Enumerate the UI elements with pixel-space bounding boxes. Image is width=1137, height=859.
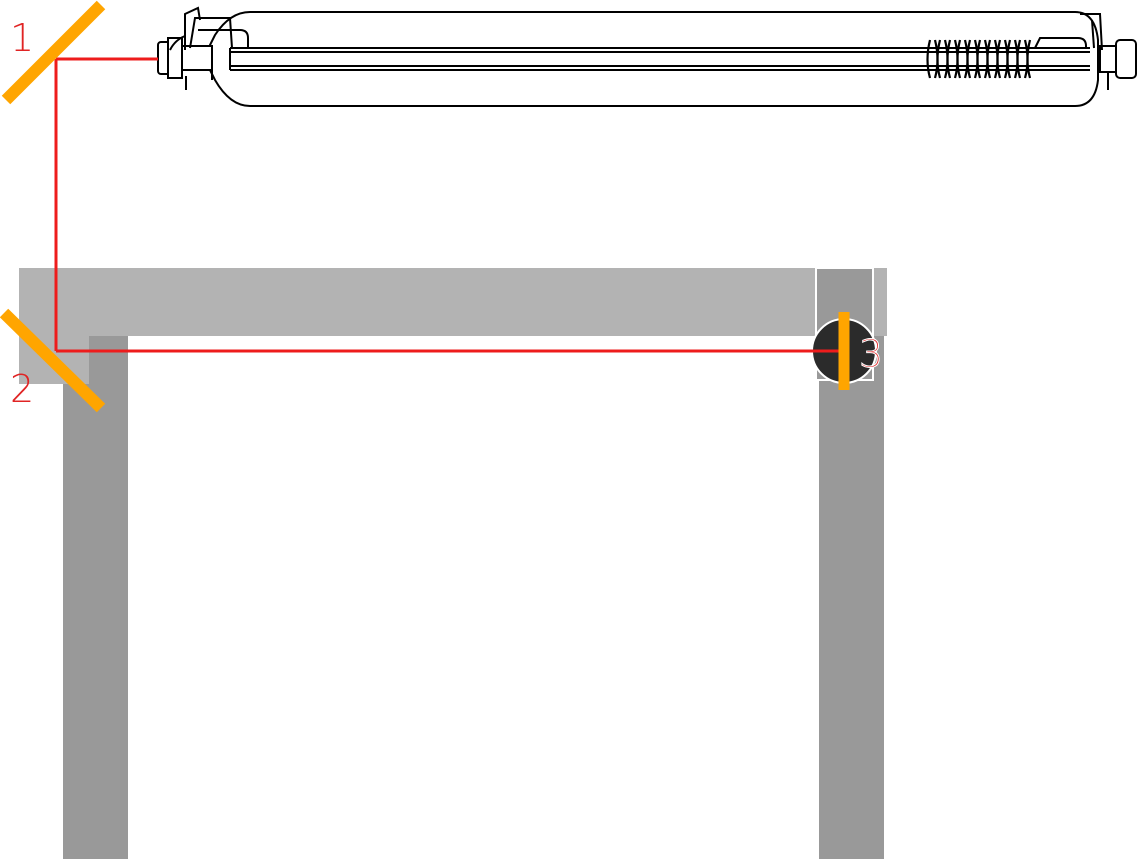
mirror-label-1: 1 (10, 16, 34, 60)
mirror-label-2: 2 (10, 367, 34, 411)
left-rail (63, 336, 128, 859)
right-rail (819, 336, 884, 859)
laser-tube-icon (157, 6, 1137, 107)
mirror-1 (1, 0, 106, 105)
laser-beam (54, 57, 844, 353)
x-axis-beam (19, 268, 887, 336)
inner-left-post (89, 336, 128, 384)
gantry-frame (19, 267, 887, 859)
mirror-2 (0, 308, 106, 413)
mirror-label-3: 3 (859, 332, 883, 376)
coil (926, 39, 1032, 79)
